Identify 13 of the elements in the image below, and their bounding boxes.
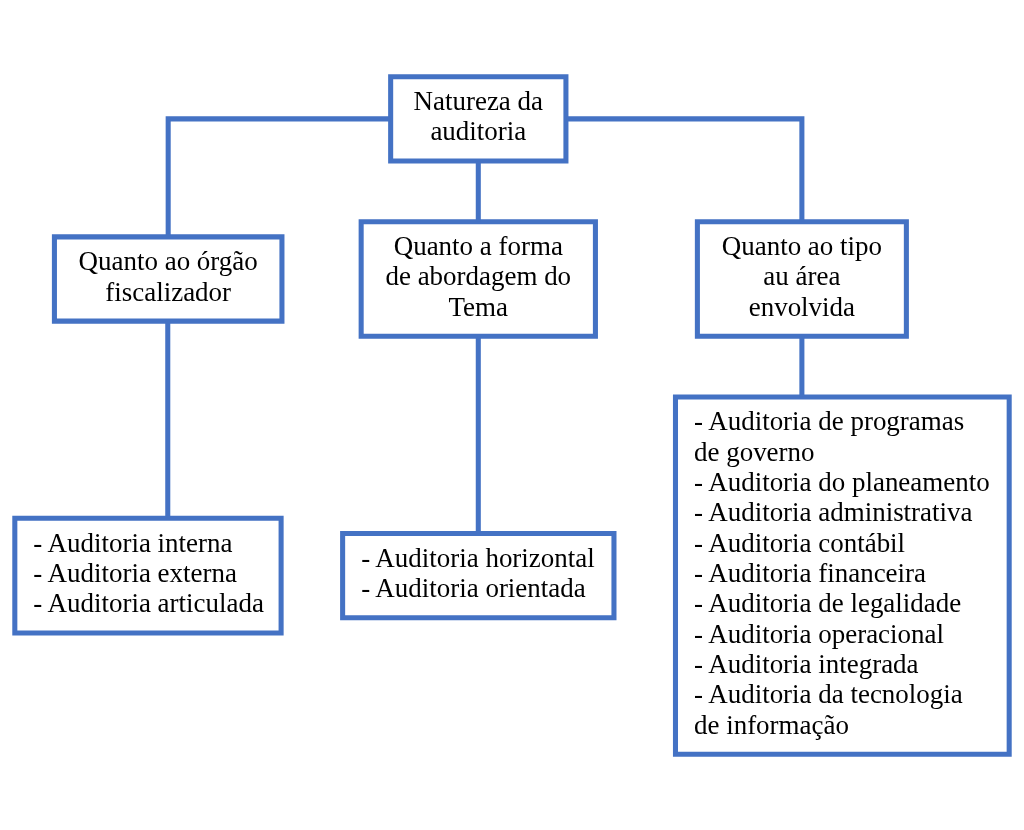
connector [165,115,391,236]
node-box: - Auditoria de programas de governo - Auditoria do planeamento - Auditoria administrativa - Auditoria contábil - Auditoria financeira - Auditoria de legalidade - Auditoria operacional - Auditoria integrada - Auditoria da tecnologia de informação [672,393,1012,757]
node-box: - Auditoria horizontal - Auditoria orientada [340,530,617,620]
node-box: Quanto ao órgão fiscalizador [51,233,285,324]
node-box: Natureza da auditoria [388,73,569,164]
connector [566,115,805,222]
connector [475,336,481,533]
node-box: Quanto a forma de abordagem do Tema [358,218,598,339]
connector [475,161,481,221]
connector [165,321,171,518]
node-box: - Auditoria interna - Auditoria externa - Auditoria articulada [12,515,284,635]
connector [799,336,805,396]
node-box: Quanto ao tipo au área envolvida [694,218,909,339]
